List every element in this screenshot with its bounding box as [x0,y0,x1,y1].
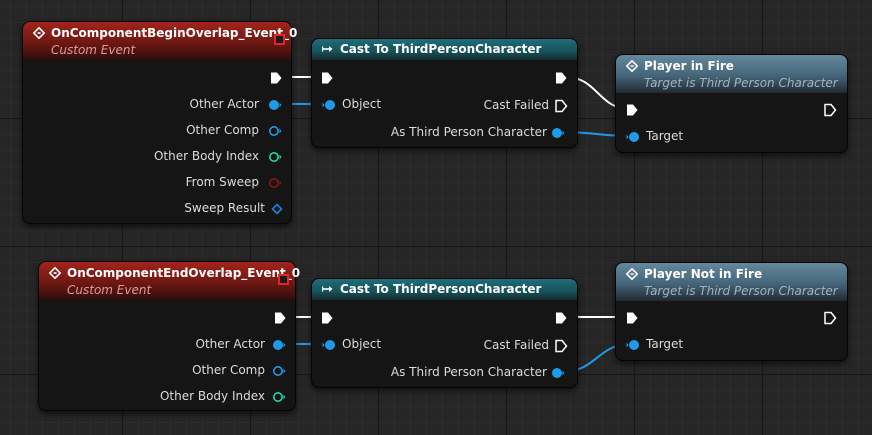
cast-node[interactable]: Cast To ThirdPersonCharacter Object Cast… [311,278,578,388]
exec-in-pin[interactable] [625,103,639,117]
pin-label-from-sweep: From Sweep [185,175,259,189]
delegate-output-pin[interactable] [278,274,289,285]
pin-label-target: Target [646,337,684,351]
node-subtitle: Target is Third Person Character [644,76,838,90]
other-actor-pin[interactable] [272,338,286,352]
node-title: OnComponentEndOverlap_Event_0 [67,266,301,280]
exec-in-pin[interactable] [320,311,334,325]
exec-out-pin[interactable] [823,103,837,117]
pin-label-target: Target [646,129,684,143]
node-header[interactable]: Player Not in Fire Target is Third Perso… [616,263,847,301]
pin-label-sweep-result: Sweep Result [184,201,265,215]
pin-label-as-character: As Third Person Character [390,365,547,379]
event-diamond-icon [33,27,45,39]
other-body-index-pin[interactable] [272,390,286,404]
node-title: Player Not in Fire [644,267,763,281]
pin-label-cast-failed: Cast Failed [483,98,549,112]
pin-label-object: Object [342,337,382,351]
target-pin[interactable] [626,130,640,144]
other-body-index-pin[interactable] [268,150,282,164]
from-sweep-pin[interactable] [268,176,282,190]
node-subtitle: Custom Event [51,43,136,57]
pin-label-other-actor: Other Actor [195,337,265,351]
pin-label-other-comp: Other Comp [192,363,265,377]
function-icon [626,60,638,72]
exec-out-pin[interactable] [273,311,287,325]
as-character-pin[interactable] [551,366,565,380]
pin-label-as-character: As Third Person Character [390,125,547,139]
exec-in-pin[interactable] [320,71,334,85]
delegate-output-pin[interactable] [274,34,285,45]
pin-label-other-body-index: Other Body Index [153,149,259,163]
pin-label-other-body-index: Other Body Index [159,389,265,403]
exec-out-pin[interactable] [269,71,283,85]
node-header[interactable]: OnComponentBeginOverlap_Event_0 Custom E… [23,22,297,60]
cast-arrow-icon [322,286,333,292]
pin-label-object: Object [342,97,382,111]
node-title: Player in Fire [644,59,734,73]
pin-label-other-actor: Other Actor [189,97,259,111]
as-character-pin[interactable] [551,126,565,140]
node-subtitle: Target is Third Person Character [644,284,838,298]
pin-label-cast-failed: Cast Failed [483,338,549,352]
node-header[interactable]: Cast To ThirdPersonCharacter [312,39,577,60]
other-actor-pin[interactable] [268,98,282,112]
node-header[interactable]: Cast To ThirdPersonCharacter [312,279,577,300]
cast-node[interactable]: Cast To ThirdPersonCharacter Object Cast… [311,38,578,148]
exec-out-pin[interactable] [554,311,568,325]
node-title: Cast To ThirdPersonCharacter [340,282,542,296]
target-pin[interactable] [626,338,640,352]
other-comp-pin[interactable] [272,364,286,378]
node-title: Cast To ThirdPersonCharacter [340,42,542,56]
exec-in-pin[interactable] [625,311,639,325]
sweep-result-pin[interactable] [270,202,284,216]
begin-overlap-event-node[interactable]: OnComponentBeginOverlap_Event_0 Custom E… [22,21,297,224]
end-overlap-event-node[interactable]: OnComponentEndOverlap_Event_0 Custom Eve… [38,261,300,411]
cast-arrow-icon [322,46,333,52]
object-pin[interactable] [322,338,336,352]
player-in-fire-node[interactable]: Player in Fire Target is Third Person Ch… [615,54,848,153]
object-pin[interactable] [322,98,336,112]
node-subtitle: Custom Event [67,283,152,297]
node-header[interactable]: Player in Fire Target is Third Person Ch… [616,55,847,93]
other-comp-pin[interactable] [268,124,282,138]
node-header[interactable]: OnComponentEndOverlap_Event_0 Custom Eve… [39,262,300,300]
pin-label-other-comp: Other Comp [186,123,259,137]
cast-failed-exec-pin[interactable] [554,339,568,353]
function-icon [626,268,638,280]
node-title: OnComponentBeginOverlap_Event_0 [51,26,298,40]
exec-out-pin[interactable] [554,71,568,85]
event-diamond-icon [49,267,61,279]
exec-out-pin[interactable] [823,311,837,325]
player-not-in-fire-node[interactable]: Player Not in Fire Target is Third Perso… [615,262,848,361]
cast-failed-exec-pin[interactable] [554,99,568,113]
